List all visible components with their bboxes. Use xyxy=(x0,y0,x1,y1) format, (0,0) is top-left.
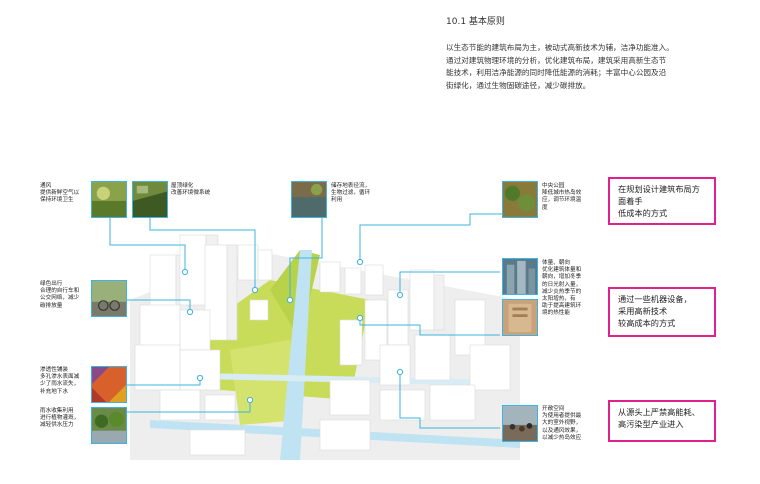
caption-line: 开敞空间 xyxy=(542,406,565,412)
caption-line: 大的室外视野， xyxy=(542,420,582,427)
road xyxy=(160,372,500,386)
callout-lines xyxy=(109,213,510,429)
strategy-box-high-tech: 通过一些机器设备， 采用高新技术 较高成本的方式 xyxy=(608,287,716,337)
paragraph-line: 街绿化，通过生物固碳途径，减少碳排放。 xyxy=(446,80,591,90)
caption-line: 利用 xyxy=(331,197,343,204)
volume-photo-1 xyxy=(502,258,538,295)
box-line: 面着手 xyxy=(618,196,643,206)
caption-line: 屋顶绿化 xyxy=(171,183,194,189)
caption-line: 保持环境卫生 xyxy=(40,197,74,204)
caption-line: 应，调节环境温 xyxy=(542,197,582,204)
caption-ventilation: 通风 提供新鲜空气以 保持环境卫生 xyxy=(40,183,79,205)
box-line: 较高成本的方式 xyxy=(618,318,676,328)
caption-line: 减轻供水压力 xyxy=(40,422,74,429)
caption-line: 公交网络，减少 xyxy=(40,295,80,302)
caption-line: 度 xyxy=(542,204,548,211)
box-line: 从源头上严禁高能耗、 xyxy=(618,407,700,417)
caption-line: 生物过滤，循环 xyxy=(331,190,371,197)
strategy-box-low-cost: 在规划设计建筑布局方 面着手 低成本的方式 xyxy=(608,177,716,225)
box-line: 采用高新技术 xyxy=(618,306,668,316)
caption-line: 朝向，增加冬季 xyxy=(542,274,582,281)
caption-central-park: 中央公园 降低城市热岛效 应，调节环境温 度 xyxy=(542,183,581,212)
green-strip-2 xyxy=(230,340,300,425)
caption-line: 储存地表径流， xyxy=(331,183,371,189)
caption-volume: 体量、朝向 优化建筑体量和 朝向，增加冬季 的日光射入量， 减少炎热季节的 太阳… xyxy=(542,260,581,318)
caption-line: 少了雨水流失， xyxy=(40,381,80,388)
caption-line: 绿色出行 xyxy=(40,281,63,287)
caption-line: 以及通风效果， xyxy=(542,427,582,434)
caption-green-travel: 绿色出行 合理的自行车和 公交网络，减少 碳排放量 xyxy=(40,281,79,310)
buildings xyxy=(134,234,511,456)
caption-line: 碳排放量 xyxy=(40,302,63,309)
section-heading: 10.1 基本原则 xyxy=(446,17,505,27)
volume-photo-2 xyxy=(502,299,538,336)
caption-storage: 储存地表径流， 生物过滤，循环 利用 xyxy=(331,183,370,205)
caption-line: 体量、朝向 xyxy=(542,260,570,266)
rainwater-photo xyxy=(91,407,127,444)
paragraph-line: 通过对建筑物理环境的分析，优化建筑布局，建筑采用高新生态节 xyxy=(446,55,667,65)
road xyxy=(280,250,312,460)
open-space-photo xyxy=(502,405,538,442)
central-park-photo xyxy=(502,181,538,218)
caption-line: 助于提高建筑环 xyxy=(542,303,582,310)
caption-rainwater: 雨水收集利用 进行植物灌溉， 减轻供水压力 xyxy=(40,408,79,430)
permeable-paving-photo xyxy=(91,366,127,403)
paragraph-line: 能技术，利用洁净能源的同时降低能源的消耗；丰富中心公园及沿 xyxy=(446,68,667,77)
section-paragraph: 以生态节能的建筑布局为主，被动式高新技术为辅，洁净功能准入。 通过对建筑物理环境… xyxy=(446,42,736,92)
caption-line: 中央公园 xyxy=(542,183,565,189)
box-line: 低成本的方式 xyxy=(618,208,668,218)
roof-green-photo xyxy=(132,181,168,218)
caption-line: 改善环境微系统 xyxy=(171,190,211,197)
caption-line: 补充地下水 xyxy=(40,388,68,395)
paragraph-line: 以生态节能的建筑布局为主，被动式高新技术为辅，洁净功能准入。 xyxy=(446,43,674,52)
caption-line: 提供新鲜空气以 xyxy=(40,190,80,197)
box-line: 高污染型产业进入 xyxy=(618,419,684,429)
caption-line: 以减少热岛效应 xyxy=(542,434,582,441)
caption-line: 减少炎热季节的 xyxy=(542,288,582,295)
caption-roof-green: 屋顶绿化 改善环境微系统 xyxy=(171,183,210,197)
box-line: 在规划设计建筑布局方 xyxy=(618,184,700,194)
caption-line: 合理的自行车和 xyxy=(40,288,80,295)
caption-line: 雨水收集利用 xyxy=(40,408,74,414)
strategy-box-source-control: 从源头上严禁高能耗、 高污染型产业进入 xyxy=(608,400,716,442)
caption-line: 降低城市热岛效 xyxy=(542,190,582,197)
ventilation-photo xyxy=(91,181,127,218)
caption-open-space: 开敞空间 为使用者提供最 大的室外视野， 以及通风效果， 以减少热岛效应 xyxy=(542,406,581,442)
caption-line: 渗透性铺装 xyxy=(40,367,68,373)
caption-line: 进行植物灌溉， xyxy=(40,415,80,422)
callout-dots xyxy=(181,258,404,404)
green-travel-photo xyxy=(91,280,127,317)
caption-line: 优化建筑体量和 xyxy=(542,267,582,274)
box-line: 通过一些机器设备， xyxy=(618,294,692,304)
caption-line: 的日光射入量， xyxy=(542,281,582,288)
caption-permeable: 渗透性铺装 多孔渗水表面减 少了雨水流失， 补充地下水 xyxy=(40,367,79,396)
caption-line: 境的热性能 xyxy=(542,310,570,317)
caption-line: 太阳增热，有 xyxy=(542,296,576,303)
caption-line: 通风 xyxy=(40,183,52,189)
storage-photo xyxy=(291,181,327,218)
caption-line: 多孔渗水表面减 xyxy=(40,374,80,381)
caption-line: 为使用者提供最 xyxy=(542,413,582,420)
